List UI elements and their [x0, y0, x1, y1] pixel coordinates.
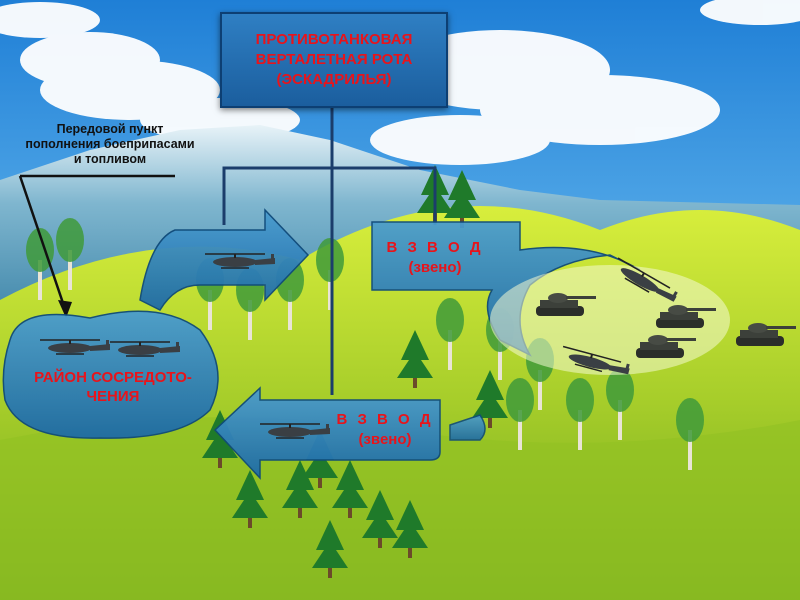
supply-point-label: Передовой пункт пополнения боеприпасами …: [0, 122, 220, 167]
company-title-box: ПРОТИВОТАНКОВАЯ ВЕРТАЛЕТНАЯ РОТА (ЭСКАДР…: [220, 12, 448, 108]
platoon-bottom-name: В З В О Д: [336, 411, 434, 428]
company-title-line2: ВЕРТАЛЕТНАЯ РОТА: [255, 51, 413, 68]
supply-line1: Передовой пункт: [56, 122, 164, 136]
supply-line3: и топливом: [73, 152, 147, 166]
assembly-line1: РАЙОН СОСРЕДОТО-: [34, 369, 192, 386]
platoon-top-sub: (звено): [408, 259, 462, 276]
platoon-top-label: В З В О Д (звено): [375, 238, 495, 278]
platoon-top-name: В З В О Д: [386, 239, 484, 256]
company-title-line3: (ЭСКАДРИЛЬЯ): [276, 71, 392, 88]
org-connectors: [222, 104, 437, 395]
supply-pointer: [18, 174, 175, 318]
assembly-area-label: РАЙОН СОСРЕДОТО- ЧЕНИЯ: [8, 368, 218, 406]
company-title-line1: ПРОТИВОТАНКОВАЯ: [255, 31, 413, 48]
supply-line2: пополнения боеприпасами: [25, 137, 195, 151]
assembly-area-shape: [2, 310, 219, 439]
platoon-bottom-label: В З В О Д (звено): [325, 410, 445, 450]
platoon-bottom-sub: (звено): [358, 431, 412, 448]
assembly-line2: ЧЕНИЯ: [86, 388, 140, 405]
